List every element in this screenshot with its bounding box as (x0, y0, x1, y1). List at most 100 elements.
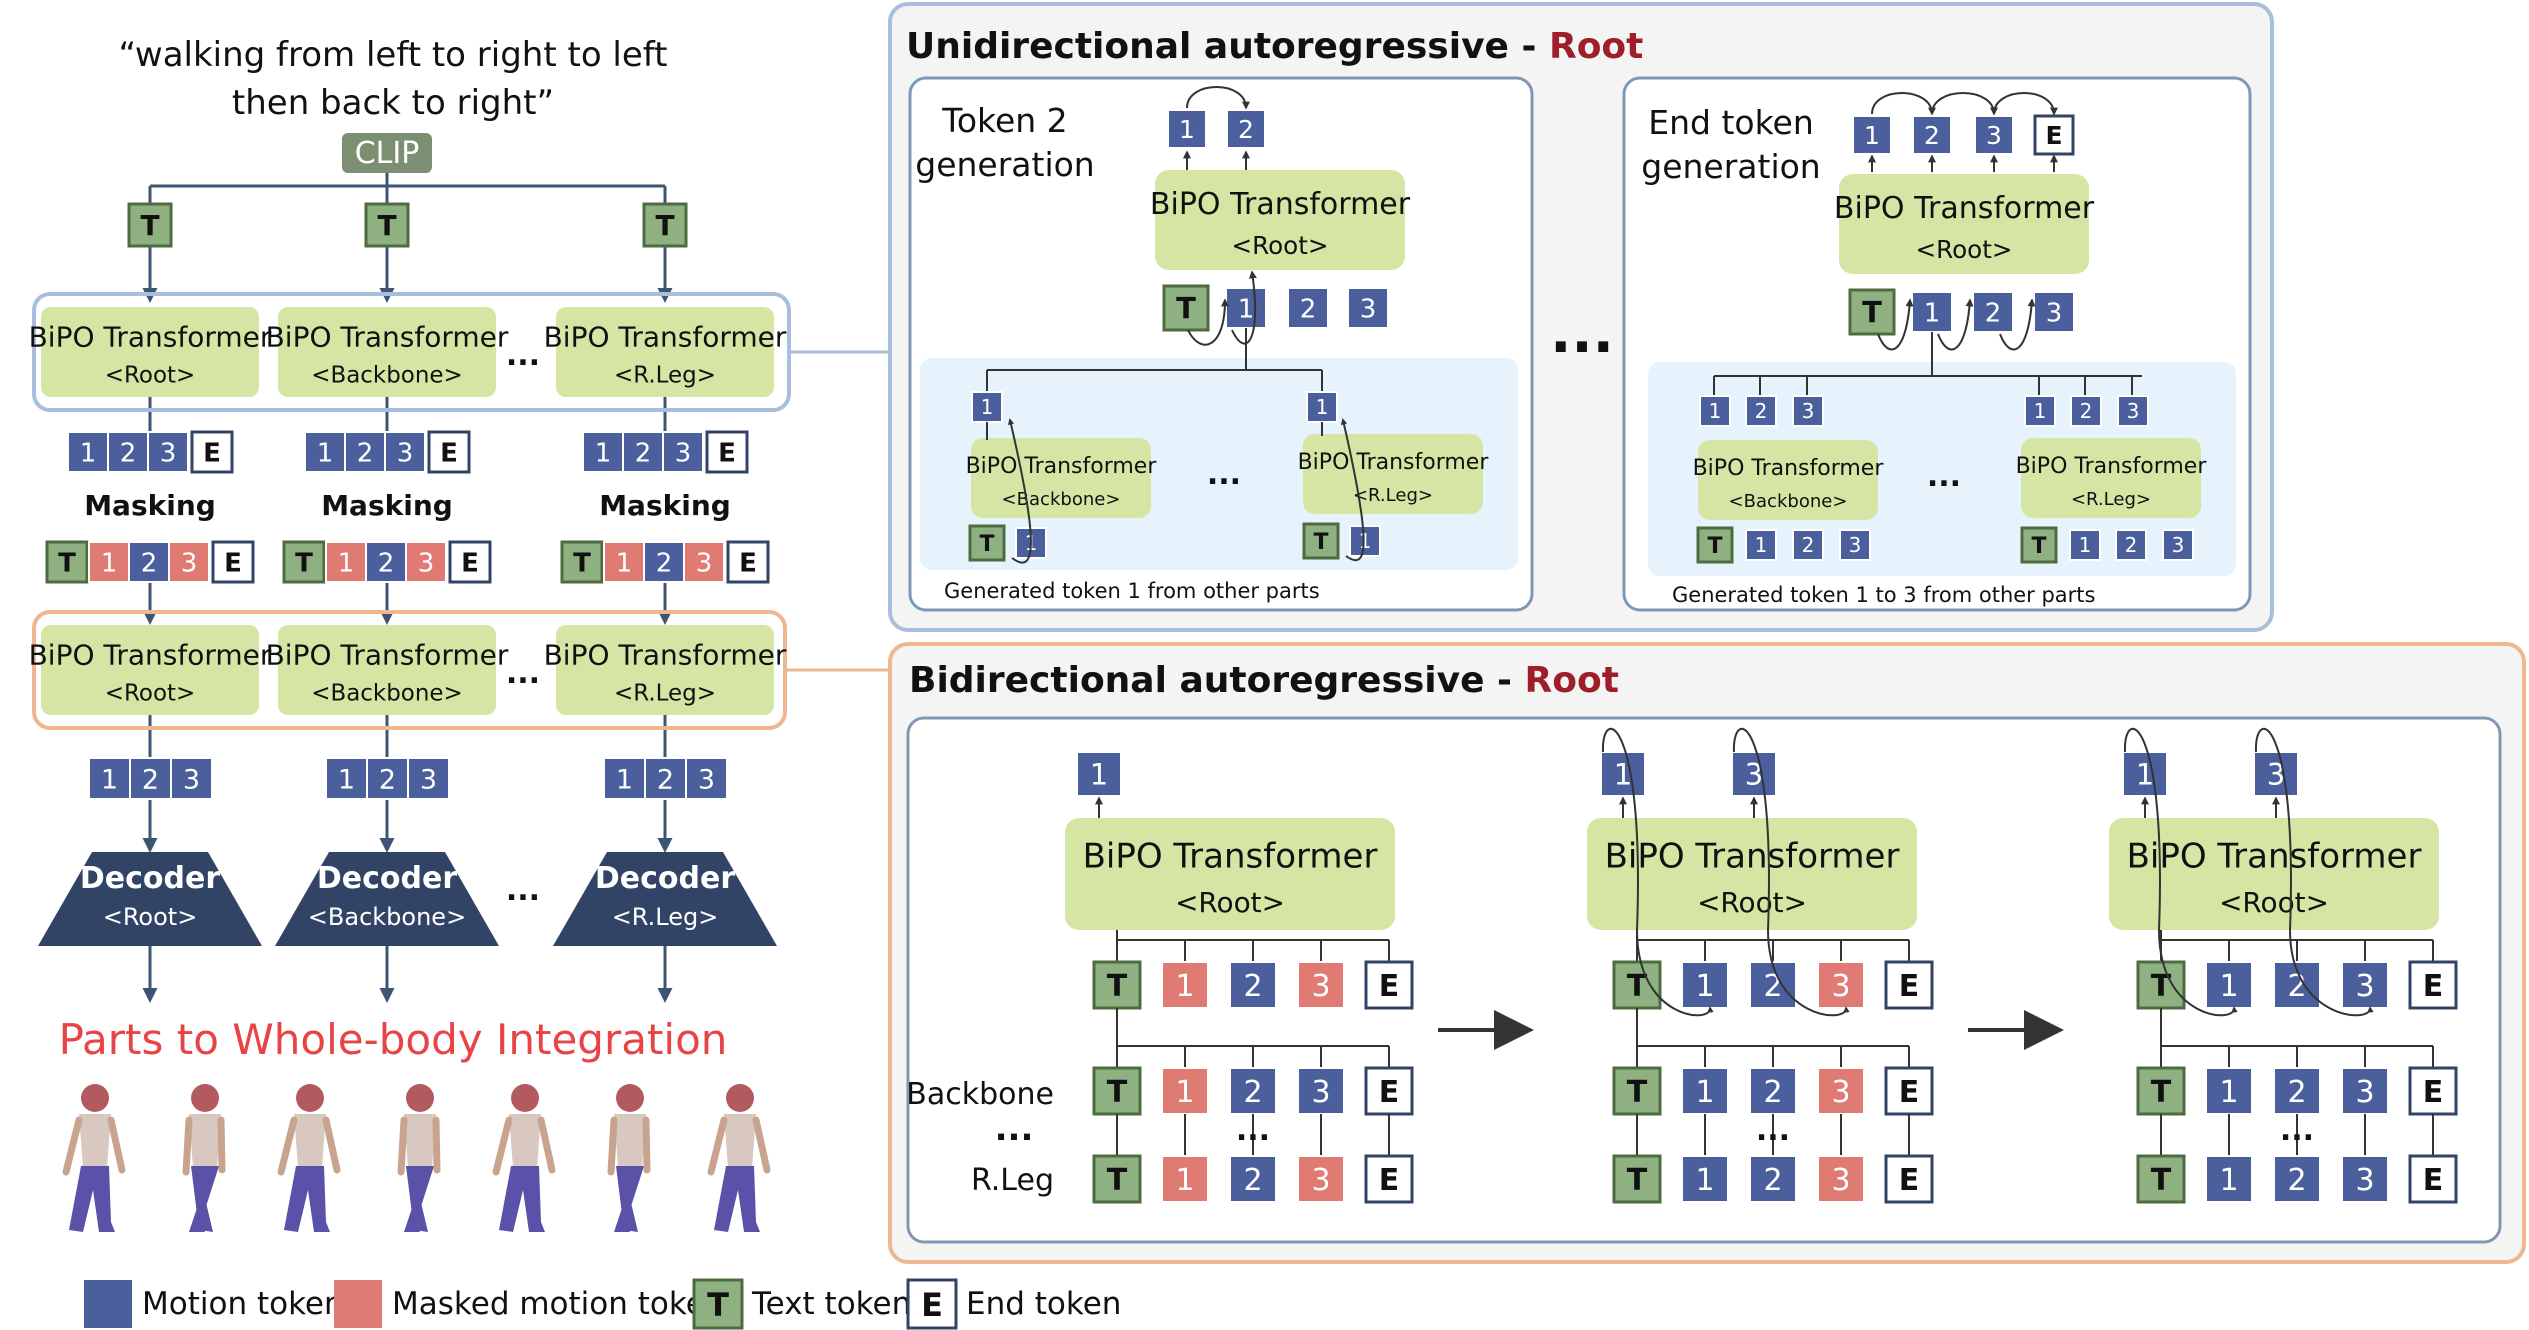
transformer-unidir-backbone-title: BiPO Transformer (266, 321, 509, 354)
bi-step1-rl-E-label: E (1379, 1163, 1400, 1198)
bi-step1-rl-E: E (1364, 1154, 1414, 1204)
legend-end-swatch-glyph: E (921, 1286, 943, 1324)
gen-token-backbone-2: 2 (344, 431, 386, 473)
uni-p2-bb-out-2-label: 2 (1755, 399, 1768, 423)
bi-step1-bb-1: 1 (1161, 1067, 1209, 1115)
bi-step3-transformer-title: BiPO Transformer (2127, 836, 2422, 876)
uni-p1-in-3-label: 3 (1360, 295, 1377, 325)
clip-label: CLIP (355, 136, 420, 171)
bi-step2-row-3-label: 3 (1831, 969, 1850, 1004)
masked-row-2-backbone: 2 (365, 541, 407, 583)
bi-step3-bb-E: E (2408, 1066, 2458, 1116)
uni-p2-bb-out-3-label: 3 (1802, 399, 1815, 423)
bi-step1-bb-T-label: T (1107, 1075, 1128, 1110)
uni-p2-rl-in-3: 3 (2162, 529, 2194, 561)
bi-step3-rl-T: T (2136, 1154, 2186, 1204)
transformer-bidir-backbone: BiPO Transformer<Backbone> (266, 625, 509, 715)
bi-step3-rl-E: E (2408, 1154, 2458, 1204)
bi-step3-rl-3-label: 3 (2355, 1163, 2374, 1198)
uni-p2-out-2-label: 2 (1924, 121, 1940, 150)
masked-row-text-backbone: T (282, 540, 326, 584)
bi-step2-mid-ellipsis: ... (1756, 1113, 1790, 1148)
gen-token-rleg-3: 3 (662, 431, 704, 473)
uni-p1-in-T-label: T (1176, 292, 1196, 326)
masked-row-2-root-label: 2 (141, 549, 158, 579)
uni-p2-in-2-label: 2 (1985, 299, 2002, 329)
text-token-rleg-label: T (655, 209, 674, 242)
uni-p1-bb-out-1-label: 1 (981, 395, 994, 419)
transformer-bidir-backbone-title: BiPO Transformer (266, 639, 509, 672)
bi-step3-rl-3: 3 (2341, 1155, 2389, 1203)
uni-p2-bb-in-3: 3 (1839, 529, 1871, 561)
clip-connectors (148, 173, 667, 204)
uni-p1-transformer-title: BiPO Transformer (1150, 187, 1411, 222)
uni-p2-bb-in-2-label: 2 (1802, 533, 1815, 557)
gen-token-root-2-label: 2 (120, 439, 137, 469)
human-figure (492, 1084, 556, 1232)
bi-step-arrow-2 (1968, 1010, 2064, 1050)
bi-step2-out-1: 1 (1600, 751, 1646, 797)
bi-step2-loopin1 (1636, 929, 1714, 1017)
bi-step3-rl-E-label: E (2423, 1163, 2444, 1198)
bi-step2-row-T: T (1612, 960, 1662, 1010)
bi-step2-row-2-label: 2 (1763, 969, 1782, 1004)
out-token-root-3-label: 3 (183, 764, 200, 795)
out-token-root-2: 2 (129, 757, 172, 800)
bi-step3-loop1 (2123, 727, 2161, 931)
transformer-unidir-rleg: BiPO Transformer<R.Leg> (544, 307, 787, 397)
uni-p2-bb-in-T-label: T (1707, 534, 1722, 559)
bi-step1-row-E: E (1364, 960, 1414, 1010)
uni-p2-in-curve-2 (1999, 298, 2036, 351)
uni-p2-rl-in-T: T (2020, 526, 2058, 564)
uni-p2-label-1: End token (1648, 103, 1813, 142)
bi-step2-bb-T-label: T (1627, 1075, 1648, 1110)
uni-p1-rl-out-1-label: 1 (1316, 395, 1329, 419)
bi-step3-row-2-label: 2 (2287, 969, 2306, 1004)
bi-step3-rl-1: 1 (2205, 1155, 2253, 1203)
bi-step2-bb-1-label: 1 (1695, 1075, 1714, 1110)
bi-step3-bb-2-label: 2 (2287, 1075, 2306, 1110)
bi-title-main: Bidirectional autoregressive - (909, 660, 1525, 701)
uni-p1-in-curve (1187, 298, 1229, 346)
bi-step2-rl-E-label: E (1899, 1163, 1920, 1198)
bi-step1-bb-2-label: 2 (1243, 1075, 1262, 1110)
decoder-part-backbone: <Backbone> (308, 903, 466, 931)
uni-p2-bb-out-3: 3 (1792, 395, 1824, 427)
gen-token-rleg-2: 2 (622, 431, 664, 473)
masked-row-end-root: E (211, 540, 255, 584)
uni-p1-bb-out-1: 1 (971, 391, 1003, 423)
bi-step3-rl-T-label: T (2151, 1163, 2172, 1198)
uni-p2-out-3: 3 (1974, 115, 2014, 155)
uni-p2-bb-in-1-label: 1 (1755, 533, 1768, 557)
masked-row-end-root-label: E (224, 549, 242, 579)
masked-row-1-rleg: 1 (603, 541, 645, 583)
uni-p1-transformer-backbone-title: BiPO Transformer (966, 454, 1158, 479)
bi-row-label-backbone: Backbone (906, 1077, 1054, 1112)
uni-p1-label-2: generation (915, 145, 1094, 184)
bi-step2-rl-2: 2 (1749, 1155, 1797, 1203)
uni-p1-transformer: BiPO Transformer<Root> (1150, 170, 1411, 270)
uni-p1-transformer-rleg-part: <R.Leg> (1353, 485, 1433, 506)
bi-step2-out-1-label: 1 (1614, 758, 1632, 792)
bi-step3-row-3: 3 (2341, 961, 2389, 1009)
bi-step2-rl-1-label: 1 (1695, 1163, 1714, 1198)
uni-p2-caption: Generated token 1 to 3 from other parts (1672, 583, 2096, 607)
gen-token-root-1-label: 1 (80, 439, 97, 469)
bi-step1-row-1-label: 1 (1175, 969, 1194, 1004)
bi-step1-row-T-label: T (1107, 969, 1128, 1004)
uni-p1-caption: Generated token 1 from other parts (944, 579, 1320, 603)
gen-end-token-root: E (190, 430, 234, 474)
bi-step1-bb-3-label: 3 (1311, 1075, 1330, 1110)
uni-p1-rl-loop (1340, 418, 1365, 562)
human-figure (707, 1084, 771, 1232)
masked-row-2-backbone-label: 2 (378, 549, 395, 579)
uni-p1-transformer-rleg-title: BiPO Transformer (1298, 450, 1490, 475)
uni-p2-transformer-backbone-part: <Backbone> (1729, 491, 1848, 512)
bi-step2-loop3 (1732, 727, 1770, 931)
left-ellipsis-1: ... (506, 656, 540, 691)
uni-p2-rl-out-2-label: 2 (2080, 399, 2093, 423)
uni-p1-rl-out-1: 1 (1306, 391, 1338, 423)
masked-row-1-rleg-label: 1 (616, 549, 633, 579)
uni-p2-loop-2 (1931, 92, 1998, 116)
